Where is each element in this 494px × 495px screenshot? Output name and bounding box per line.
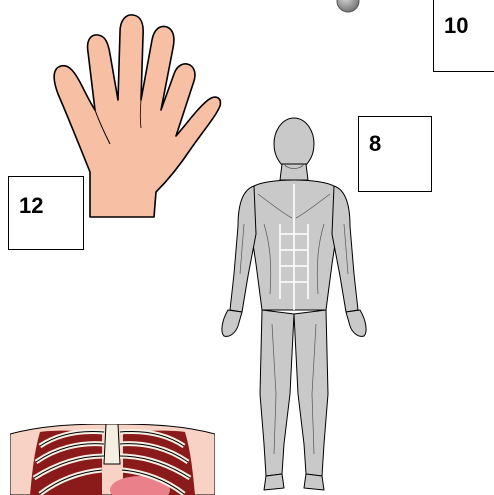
number-card-10[interactable]: 10 xyxy=(433,0,494,72)
number-card-12[interactable]: 12 xyxy=(8,176,84,250)
number-label-12: 12 xyxy=(19,195,43,217)
gray-sphere-icon xyxy=(335,0,361,14)
ribcage-organs-icon[interactable] xyxy=(10,424,215,495)
number-label-10: 10 xyxy=(444,15,468,37)
human-muscle-figure-icon[interactable] xyxy=(214,114,374,495)
